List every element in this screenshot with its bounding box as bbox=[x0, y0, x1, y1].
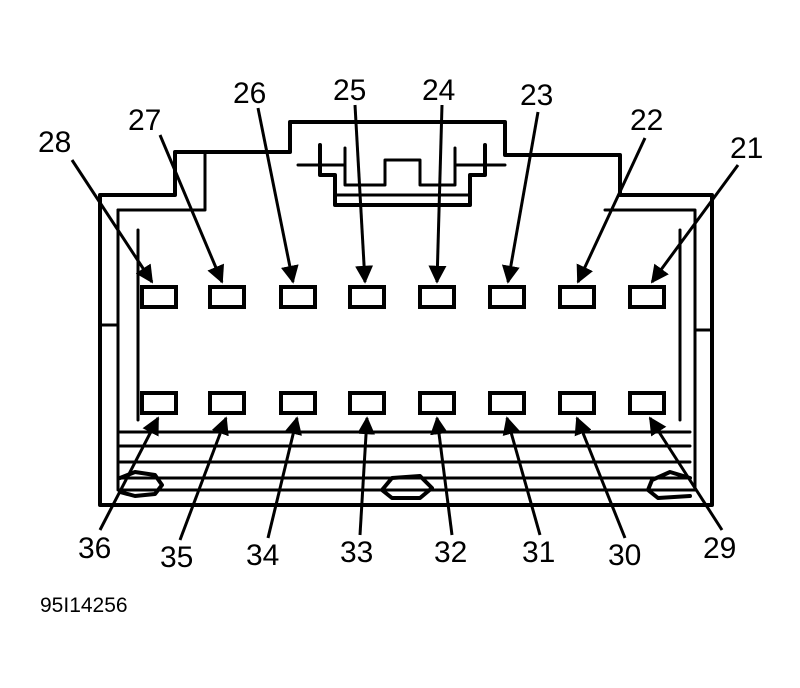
leader-27 bbox=[158, 134, 224, 284]
pin-21 bbox=[628, 285, 666, 309]
pin-36 bbox=[140, 391, 178, 415]
leader-36 bbox=[98, 416, 160, 531]
leader-30 bbox=[574, 416, 627, 539]
leader-31 bbox=[502, 416, 542, 536]
housing-inner-left bbox=[116, 150, 207, 212]
label-pin-31: 31 bbox=[522, 536, 555, 569]
pin-34 bbox=[279, 391, 317, 415]
reference-code: 95I14256 bbox=[40, 594, 128, 617]
leader-22 bbox=[576, 137, 647, 284]
pin-26 bbox=[279, 285, 317, 309]
lock-tab-center bbox=[380, 474, 434, 500]
leader-25 bbox=[353, 104, 374, 284]
label-pin-25: 25 bbox=[333, 74, 366, 107]
leader-34 bbox=[266, 416, 302, 539]
leader-32 bbox=[430, 416, 454, 536]
pin-33 bbox=[348, 391, 386, 415]
label-pin-27: 27 bbox=[128, 104, 161, 137]
label-pin-29: 29 bbox=[703, 532, 736, 565]
pin-30 bbox=[558, 391, 596, 415]
lock-tab-right bbox=[646, 470, 692, 500]
label-pin-24: 24 bbox=[422, 74, 455, 107]
housing-inner-shell bbox=[116, 208, 697, 492]
pin-32 bbox=[418, 391, 456, 415]
label-pin-33: 33 bbox=[340, 536, 373, 569]
bottom-leader-lines bbox=[98, 416, 724, 541]
top-leader-lines bbox=[70, 104, 740, 284]
pin-27 bbox=[208, 285, 246, 309]
leader-33 bbox=[357, 416, 376, 536]
top-pin-labels: 28 27 26 25 24 23 22 21 bbox=[38, 74, 763, 165]
pin-29 bbox=[628, 391, 666, 415]
bottom-pin-labels: 36 35 34 33 32 31 30 29 bbox=[78, 532, 736, 574]
label-pin-36: 36 bbox=[78, 532, 111, 565]
lock-tab-left bbox=[118, 470, 164, 498]
label-pin-28: 28 bbox=[38, 126, 71, 159]
connector-housing bbox=[98, 120, 714, 507]
pin-35 bbox=[208, 391, 246, 415]
leader-24 bbox=[428, 104, 447, 284]
leader-35 bbox=[178, 416, 229, 541]
label-pin-35: 35 bbox=[160, 541, 193, 574]
bottom-pin-row bbox=[140, 391, 666, 415]
pin-24 bbox=[418, 285, 456, 309]
pin-28 bbox=[140, 285, 178, 309]
pin-31 bbox=[488, 391, 526, 415]
label-pin-26: 26 bbox=[233, 77, 266, 110]
label-pin-22: 22 bbox=[630, 104, 663, 137]
leader-29 bbox=[648, 416, 724, 531]
pin-25 bbox=[348, 285, 386, 309]
pin-23 bbox=[488, 285, 526, 309]
label-pin-32: 32 bbox=[434, 536, 467, 569]
label-pin-30: 30 bbox=[608, 539, 641, 572]
leader-26 bbox=[256, 107, 299, 284]
pin-22 bbox=[558, 285, 596, 309]
top-latch bbox=[318, 143, 487, 207]
leader-23 bbox=[501, 111, 540, 284]
leader-21 bbox=[650, 164, 740, 284]
top-latch-inner bbox=[343, 146, 457, 187]
label-pin-21: 21 bbox=[730, 132, 763, 165]
leader-28 bbox=[70, 159, 154, 284]
housing-outer-shell bbox=[98, 120, 714, 507]
label-pin-23: 23 bbox=[520, 79, 553, 112]
top-pin-row bbox=[140, 285, 666, 309]
label-pin-34: 34 bbox=[246, 539, 279, 572]
